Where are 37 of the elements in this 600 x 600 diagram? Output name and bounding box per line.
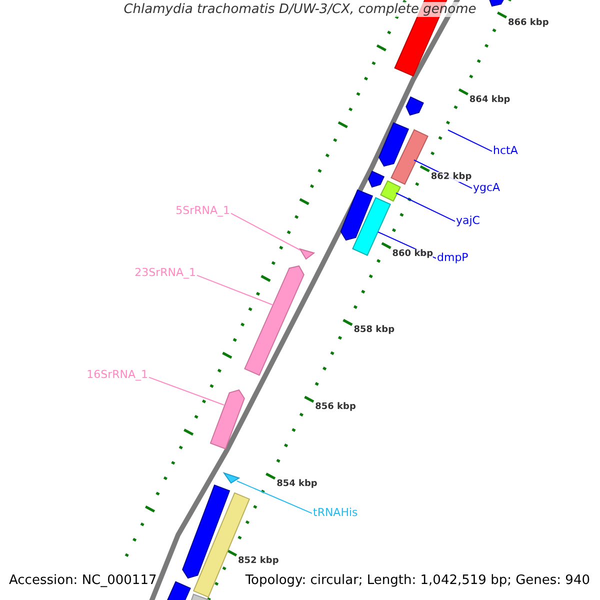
leader-line xyxy=(236,480,312,514)
leader-line xyxy=(196,274,274,306)
gene-label: yajC xyxy=(456,215,480,228)
gene-label: 23SrRNA_1 xyxy=(134,267,196,280)
gene-label: tRNAHis xyxy=(313,507,358,520)
gene-marker xyxy=(298,248,316,260)
leader-line xyxy=(396,192,456,222)
gene-block xyxy=(182,484,230,579)
gene-block xyxy=(378,122,410,167)
gene-block xyxy=(210,389,245,450)
gene-marker xyxy=(222,472,240,484)
gene-block xyxy=(340,189,374,241)
gene-block xyxy=(244,265,304,376)
gene-label: hctA xyxy=(493,145,518,158)
scale-label: 852 kbp xyxy=(238,556,279,566)
accession-text: Accession: NC_000117 xyxy=(9,574,157,589)
scale-label: 866 kbp xyxy=(508,18,549,28)
gene-block xyxy=(352,197,391,256)
gene-label: 5SrRNA_1 xyxy=(176,205,230,218)
scale-label: 858 kbp xyxy=(354,325,395,336)
gene-label: 16SrRNA_1 xyxy=(86,369,148,382)
leader-line xyxy=(448,130,492,152)
scale-label: 856 kbp xyxy=(315,402,356,413)
scale-label: 862 kbp xyxy=(430,172,472,182)
gene-label: dmpP xyxy=(437,252,468,265)
gene-block xyxy=(380,180,401,202)
leader-line xyxy=(148,376,224,406)
scale-label: 860 kbp xyxy=(392,248,434,259)
title: Chlamydia trachomatis D/UW-3/CX, complete genome xyxy=(122,3,478,18)
gene-block xyxy=(390,129,428,185)
leader-line xyxy=(230,212,300,250)
scale-label: 864 kbp xyxy=(469,94,510,106)
gene-label: ygcA xyxy=(473,182,500,195)
gene-block xyxy=(406,96,424,116)
genome-info-text: Topology: circular; Length: 1,042,519 bp; Genes: 940 xyxy=(245,574,590,589)
gene-block xyxy=(368,170,385,188)
scale-label: 854 kbp xyxy=(276,479,318,490)
